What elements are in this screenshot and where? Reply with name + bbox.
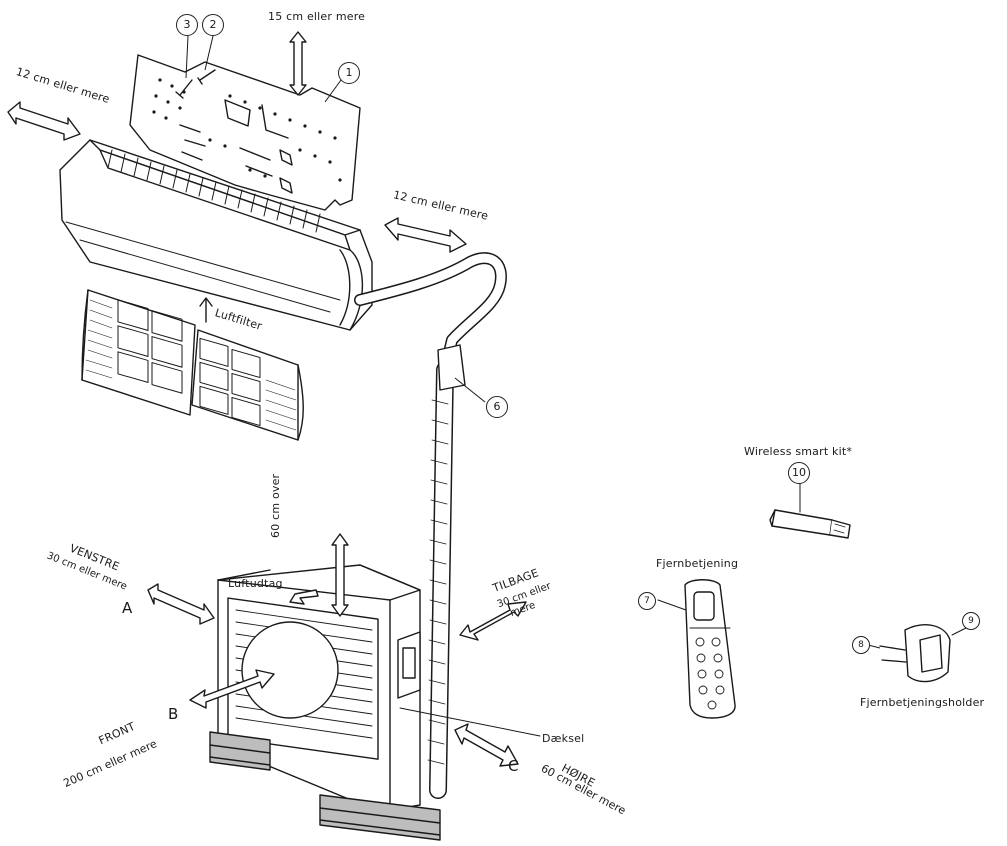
arrow-back (459, 601, 527, 641)
mounting-plate (129, 54, 361, 211)
callout-3: 3 (176, 14, 198, 36)
remote-control (657, 579, 736, 719)
indoor-unit (59, 139, 373, 331)
screw-3 (175, 79, 193, 99)
callout-8: 8 (852, 636, 870, 654)
label-letter-b: B (168, 705, 179, 723)
wireless-smart-kit (769, 479, 851, 539)
label-remote: Fjernbetjening (656, 557, 739, 570)
label-wireless-kit: Wireless smart kit* (744, 445, 853, 458)
label-above-outdoor: 60 cm over (269, 473, 282, 538)
callout-1: 1 (338, 62, 360, 84)
callout-9: 9 (962, 612, 980, 630)
arrow-b-front (189, 669, 275, 709)
mount-base-front (209, 731, 271, 771)
callout-10: 10 (788, 462, 810, 484)
arrow-left-clearance (7, 101, 81, 141)
air-filter-right (191, 329, 304, 441)
arrow-above-outdoor (331, 533, 349, 617)
label-air-outlet: Luftudtag (228, 577, 283, 590)
mount-base-back (319, 794, 441, 841)
callout-7: 7 (638, 592, 656, 610)
arrow-top-clearance (289, 31, 307, 96)
air-filter-left (81, 289, 196, 416)
label-top-clearance: 15 cm eller mere (268, 10, 366, 23)
callout-2: 2 (202, 14, 224, 36)
piping-hose (354, 252, 507, 799)
arrow-c-right (454, 723, 519, 767)
arrow-air-outlet (289, 589, 319, 605)
callout-6: 6 (486, 396, 508, 418)
label-letter-c: C (508, 757, 519, 775)
cover-leader (399, 707, 541, 737)
remote-holder (879, 624, 971, 683)
callout-leaders (185, 35, 881, 649)
outdoor-unit (217, 564, 421, 813)
label-remote-holder: Fjernbetjeningsholder (860, 696, 985, 709)
arrow-a-left (147, 583, 215, 625)
label-cover: Dæksel (542, 732, 585, 745)
arrow-right-clearance (384, 217, 467, 253)
screw-2 (197, 69, 216, 85)
label-letter-a: A (122, 599, 133, 617)
arrow-filter-up (199, 297, 213, 323)
